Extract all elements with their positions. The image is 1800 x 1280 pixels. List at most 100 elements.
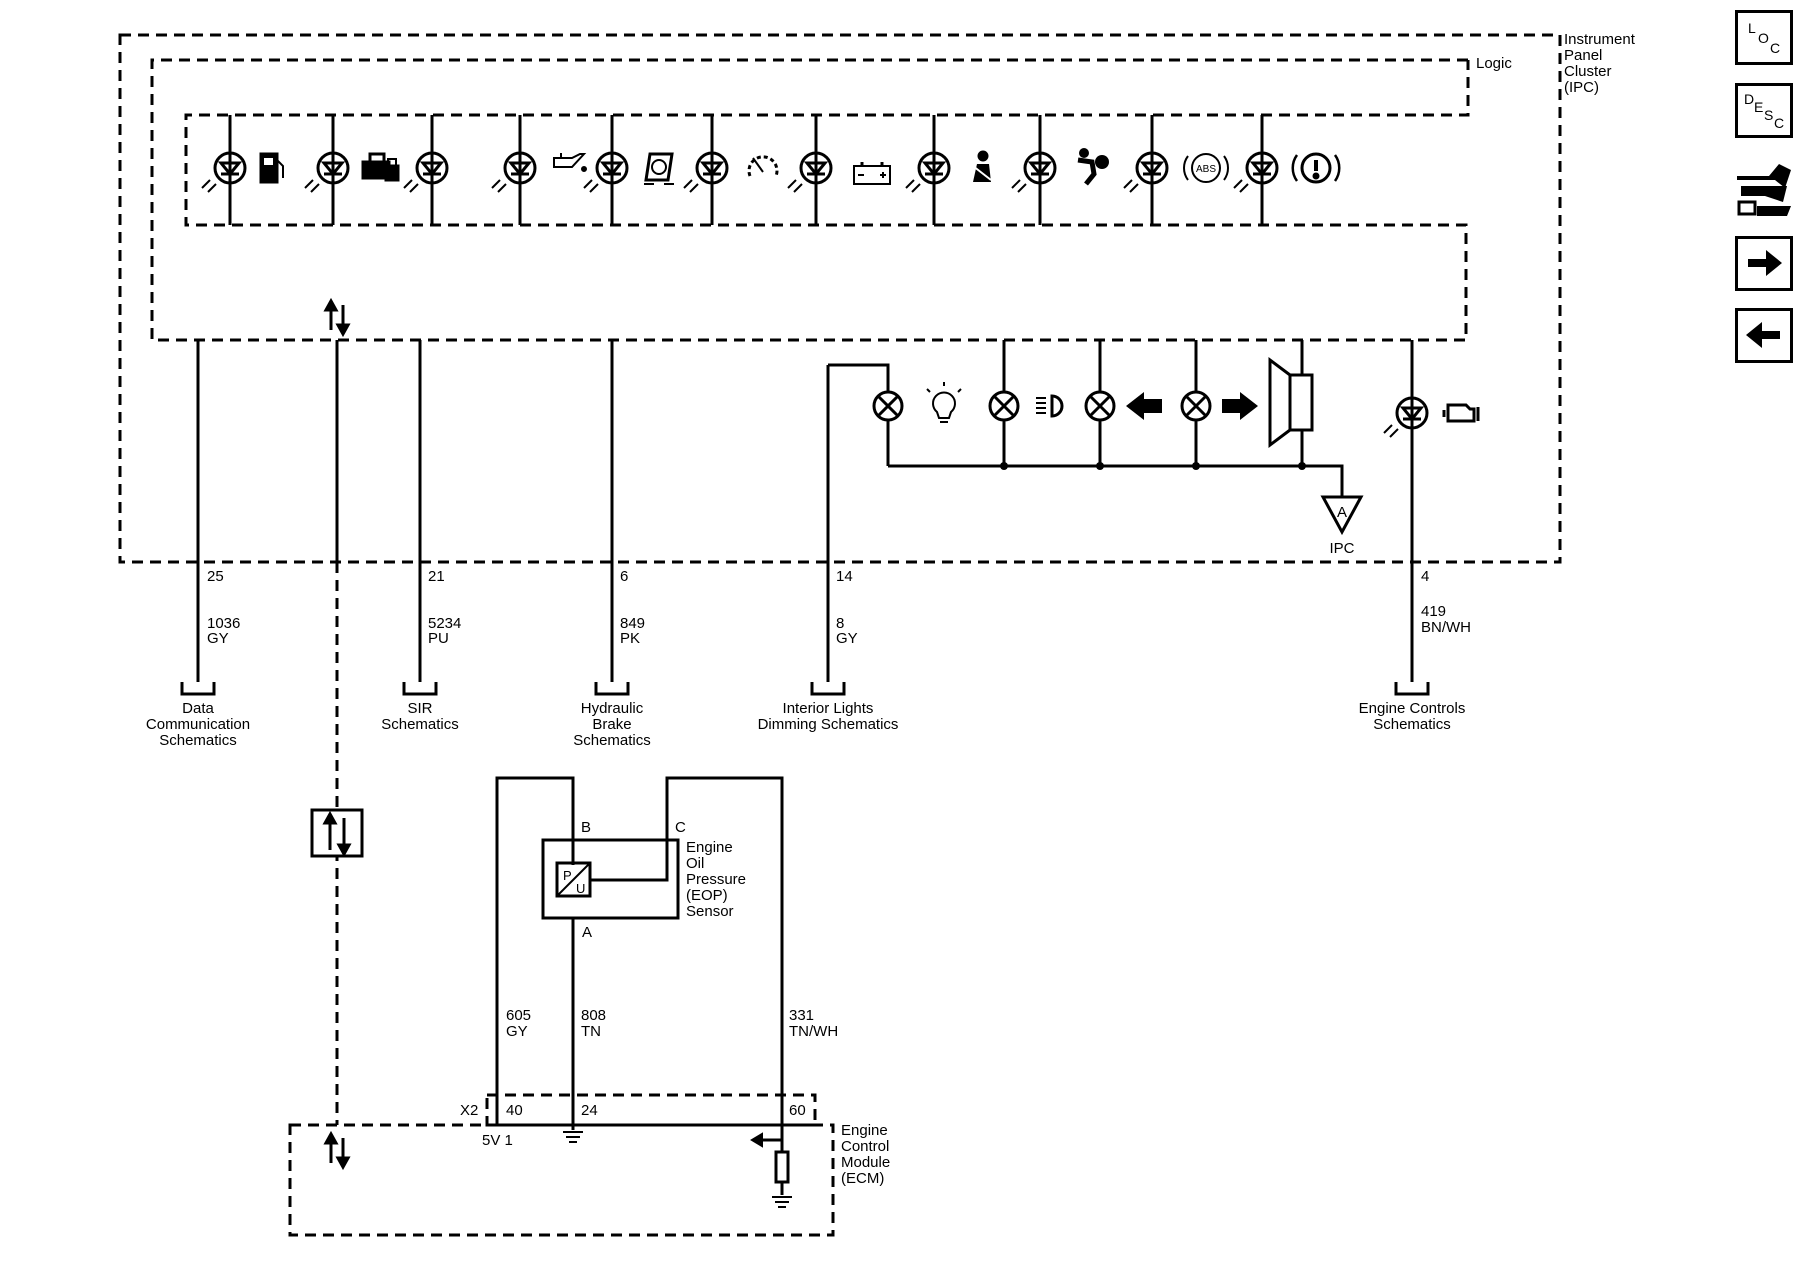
check-engine-icon	[1442, 403, 1480, 423]
led-icon	[1233, 151, 1279, 193]
pin-21: 21	[428, 568, 445, 585]
speaker-icon	[1268, 357, 1314, 448]
wire-color: GY	[207, 630, 229, 647]
logic-label: Logic	[1476, 55, 1512, 72]
previous-page-button[interactable]	[1735, 308, 1793, 363]
dest-data-communication: Data	[182, 700, 214, 717]
loc-letter-o: O	[1758, 30, 1769, 46]
circuit-number: 849	[620, 615, 645, 632]
svg-text:Module: Module	[841, 1154, 890, 1171]
reference-voltage-label: 5V 1	[482, 1132, 513, 1149]
airbag-icon	[1077, 148, 1109, 186]
desc-button[interactable]: D E S C	[1735, 83, 1793, 138]
sensor-pin-b: B	[581, 819, 591, 836]
wire-color: PU	[428, 630, 449, 647]
svg-text:A: A	[1337, 504, 1347, 521]
led-icon	[905, 151, 951, 193]
fuel-pump-icon	[259, 152, 284, 184]
oil-can-icon	[553, 153, 587, 172]
led-icon	[683, 151, 729, 193]
desc-letter-e: E	[1754, 99, 1763, 115]
high-beam-icon	[1036, 394, 1064, 418]
bulb-icon	[872, 390, 904, 422]
wire-color: GY	[836, 630, 858, 647]
traction-control-icon	[644, 152, 674, 185]
battery-icon	[853, 162, 891, 185]
led-icon	[1383, 396, 1429, 438]
svg-text:(EOP): (EOP)	[686, 887, 728, 904]
connector-ref-button[interactable]	[1735, 158, 1793, 220]
pin-4: 4	[1421, 568, 1429, 585]
connector-x2: X2	[460, 1102, 478, 1119]
arrow-left-icon	[1746, 322, 1780, 348]
dest-hydraulic-brake: Hydraulic	[581, 700, 644, 717]
security-lock-icon	[361, 152, 400, 182]
led-icon	[201, 151, 247, 193]
bulb-icon	[1180, 390, 1212, 422]
dest-interior-lights: Interior Lights	[783, 700, 874, 717]
wire-color: TN/WH	[789, 1023, 838, 1040]
sensor-pin-a: A	[582, 924, 592, 941]
svg-text:Schematics: Schematics	[159, 732, 237, 749]
circuit-number: 5234	[428, 615, 461, 632]
loc-letter-l: L	[1748, 20, 1756, 36]
wire-331	[665, 776, 784, 1140]
led-symbols	[201, 151, 1429, 438]
wire-color: BN/WH	[1421, 619, 1471, 636]
svg-text:Instrument: Instrument	[1564, 31, 1636, 48]
abs-icon: ABS	[1183, 153, 1229, 183]
svg-text:ABS: ABS	[1196, 164, 1216, 175]
desc-letter-d: D	[1744, 91, 1754, 107]
ipc-label: Instrument Panel Cluster (IPC)	[1564, 31, 1636, 96]
pin-6: 6	[620, 568, 628, 585]
circuit-number: 419	[1421, 603, 1446, 620]
led-icon	[787, 151, 833, 193]
ecm-label: Engine Control Module (ECM)	[841, 1122, 890, 1187]
turn-right-arrow-icon	[1222, 392, 1258, 420]
connector-ref-icon	[1737, 164, 1791, 216]
led-icon	[491, 151, 537, 193]
svg-text:Schematics: Schematics	[573, 732, 651, 749]
turn-left-arrow-icon	[1126, 392, 1162, 420]
svg-text:(ECM): (ECM)	[841, 1170, 884, 1187]
circuit-number: 808	[581, 1007, 606, 1024]
svg-text:Schematics: Schematics	[1373, 716, 1451, 733]
svg-text:Cluster: Cluster	[1564, 63, 1612, 80]
led-icon	[304, 151, 350, 193]
led-icon	[583, 151, 629, 193]
ipc-boundary	[118, 33, 1562, 564]
sensor-name: Engine	[686, 839, 733, 856]
svg-text:Sensor: Sensor	[686, 903, 734, 920]
arrow-right-icon	[1748, 250, 1782, 276]
svg-text:Oil: Oil	[686, 855, 704, 872]
wire-color: TN	[581, 1023, 601, 1040]
loc-button[interactable]: L O C	[1735, 10, 1793, 65]
wire-color: GY	[506, 1023, 528, 1040]
svg-text:Schematics: Schematics	[381, 716, 459, 733]
svg-text:Brake: Brake	[592, 716, 631, 733]
x2-connector-boundary	[485, 1093, 817, 1127]
desc-letter-c: C	[1774, 115, 1784, 131]
light-bulb-icon	[926, 382, 962, 423]
speedometer-icon	[747, 155, 779, 177]
svg-text:Communication: Communication	[146, 716, 250, 733]
svg-text:Control: Control	[841, 1138, 889, 1155]
circuit-number: 8	[836, 615, 844, 632]
desc-letter-s: S	[1764, 107, 1773, 123]
circuit-number: 605	[506, 1007, 531, 1024]
dest-sir: SIR	[407, 700, 432, 717]
logic-boundary	[150, 58, 1470, 342]
svg-text:Panel: Panel	[1564, 47, 1602, 64]
indicator-icons: ABS	[259, 148, 1480, 423]
next-page-button[interactable]	[1735, 236, 1793, 291]
ecm-pin-24: 24	[581, 1102, 598, 1119]
loc-letter-c: C	[1770, 40, 1780, 56]
dest-engine-controls: Engine Controls	[1359, 700, 1466, 717]
sensor-pin-c: C	[675, 819, 686, 836]
ecm-boundary	[288, 1123, 835, 1237]
seatbelt-icon	[972, 150, 992, 182]
serial-data-arrows-icon	[310, 297, 364, 1171]
eop-sensor	[541, 838, 680, 920]
brake-warning-icon	[1291, 152, 1341, 184]
